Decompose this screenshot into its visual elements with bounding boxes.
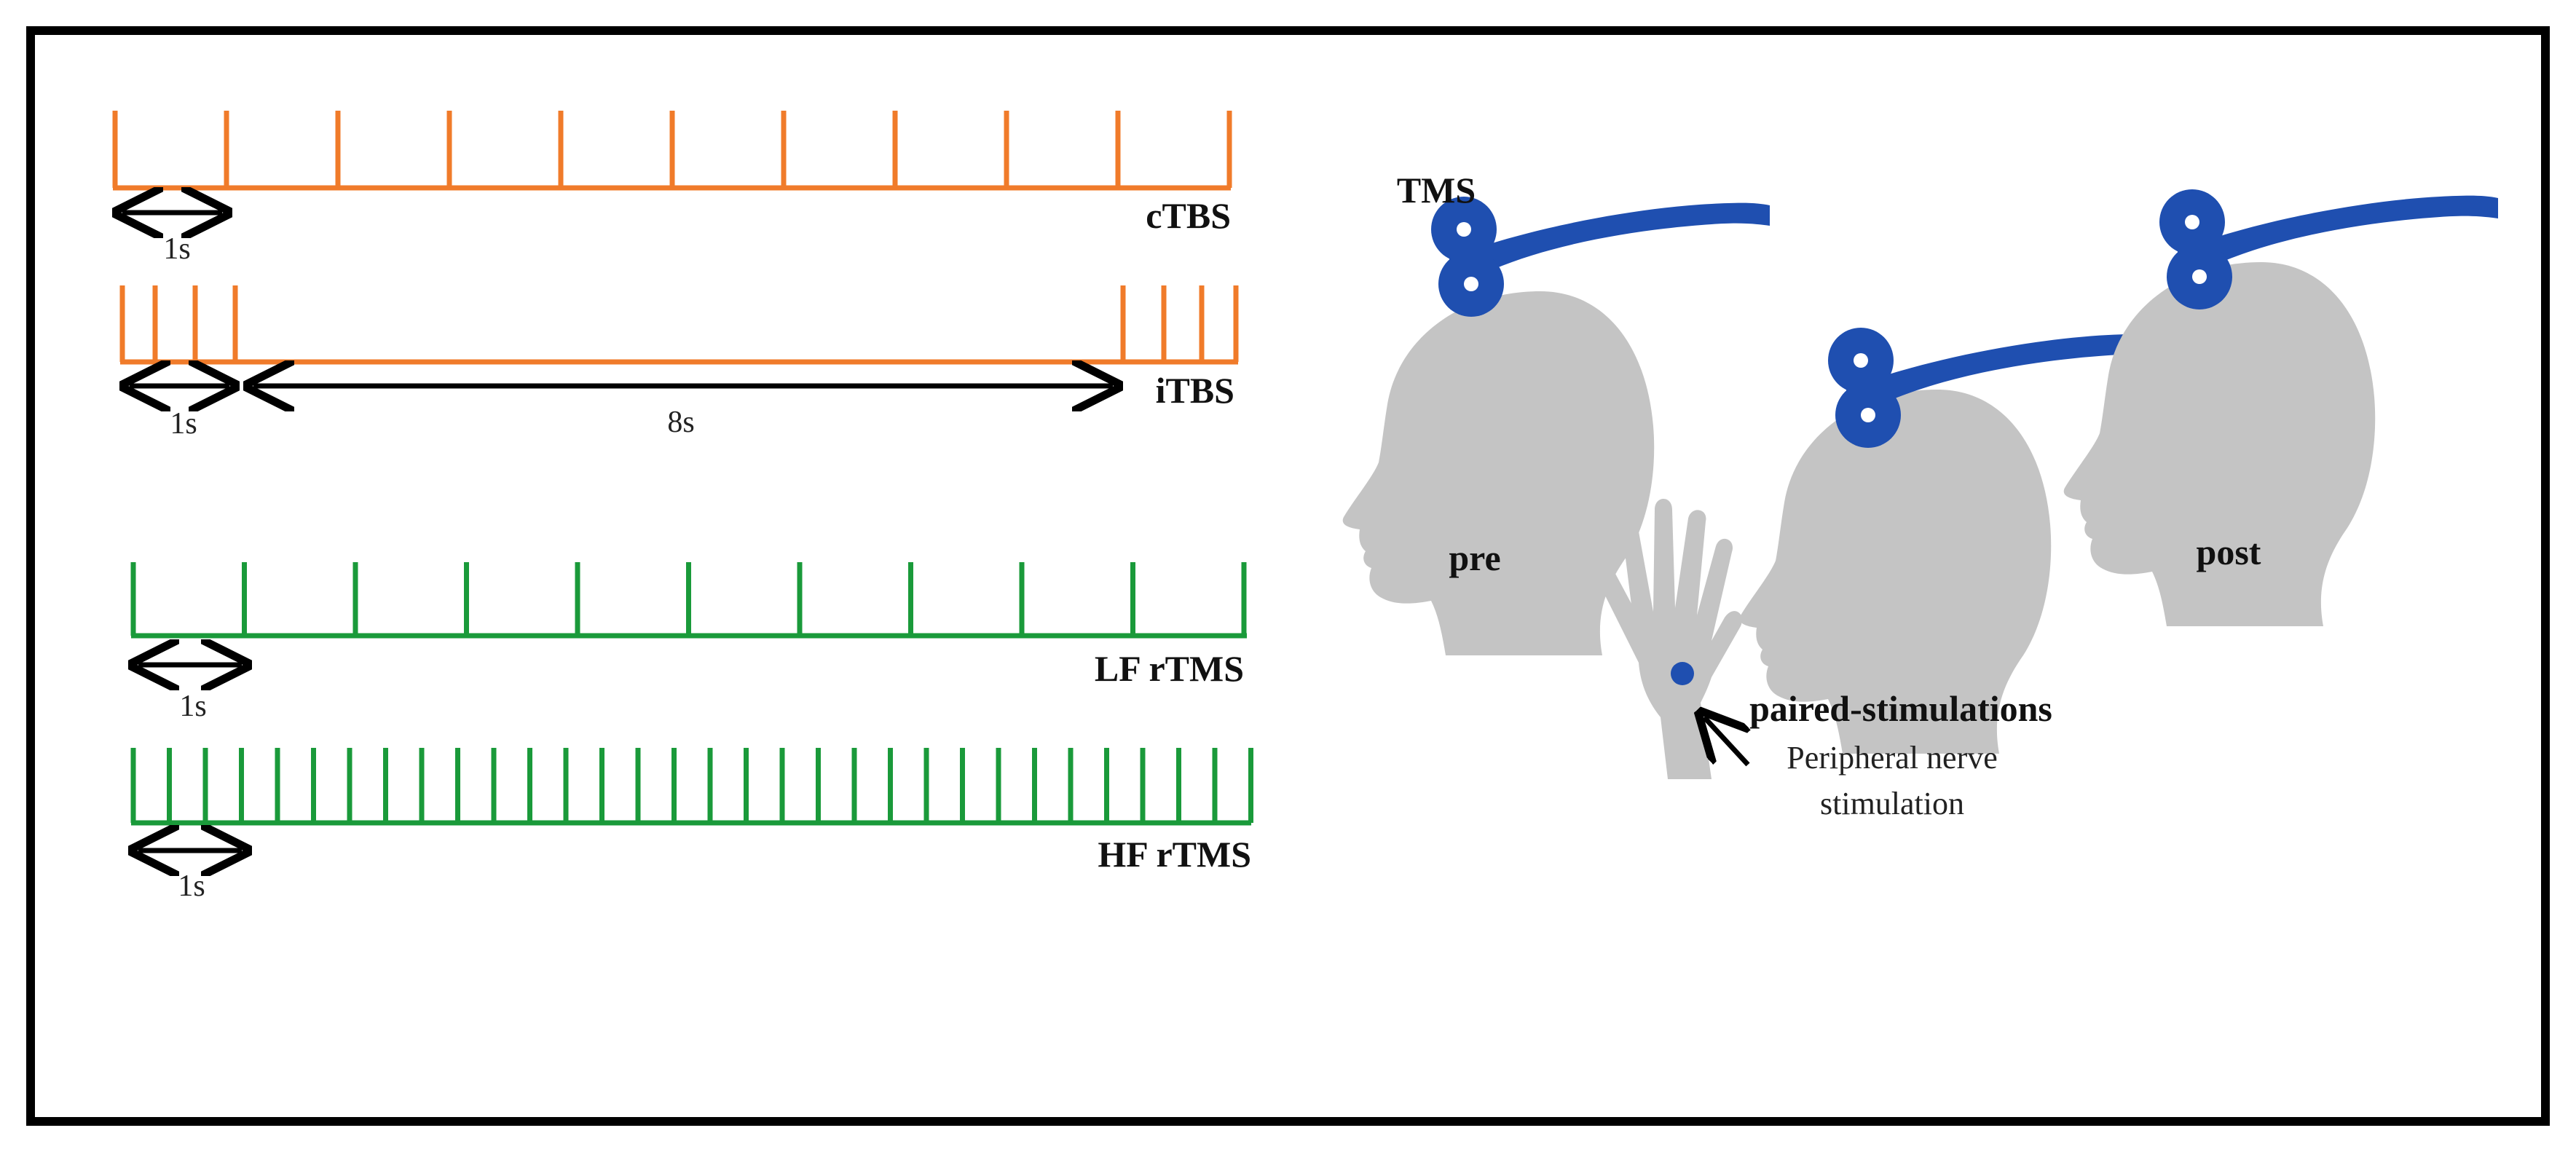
post-label: post (2197, 532, 2261, 572)
lf-label: LF rTMS (1095, 648, 1244, 689)
pns-label-line1: Peripheral nerve (1787, 740, 1998, 776)
itbs-interval-label: 1s (170, 407, 197, 441)
pns-arrow (1704, 717, 1748, 767)
lf-trace (130, 562, 1247, 639)
pre-label: pre (1449, 537, 1500, 578)
hand-icon (1586, 499, 1742, 779)
ctbs-interval-label: 1s (163, 232, 190, 266)
lf-pulses (130, 562, 1247, 636)
itbs-gap-label: 8s (667, 406, 694, 439)
paired-label: paired-stimulations (1749, 688, 2052, 729)
figure-frame (26, 26, 2550, 1126)
pns-label-line2: stimulation (1820, 786, 1964, 821)
tms-label: TMS (1397, 170, 1476, 210)
lf-interval-label: 1s (179, 690, 206, 723)
hf-interval-label: 1s (178, 869, 205, 903)
itbs-label: iTBS (1156, 370, 1234, 411)
hf-label: HF rTMS (1098, 834, 1251, 875)
hf-trace (130, 748, 1253, 826)
itbs-pulses (119, 285, 1239, 362)
ctbs-label: cTBS (1146, 195, 1231, 236)
ctbs-trace (112, 111, 1232, 191)
hf-pulses (130, 748, 1253, 823)
ctbs-pulses (112, 111, 1232, 188)
